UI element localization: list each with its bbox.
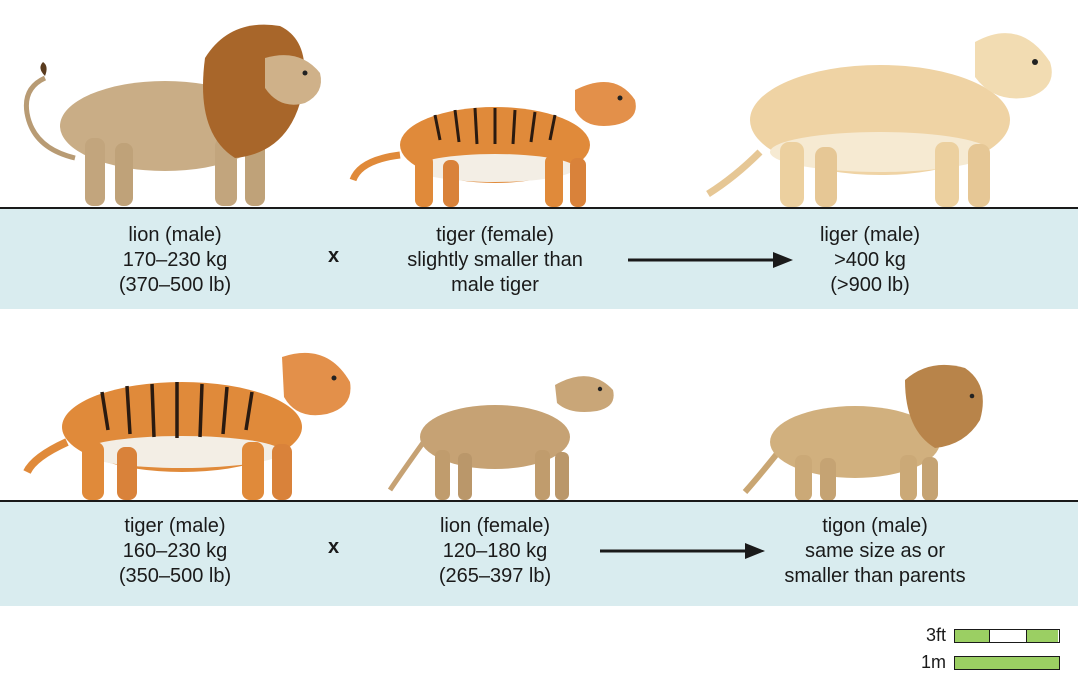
lion-female-illustration	[385, 365, 625, 503]
offspring-name: liger (male)	[790, 223, 950, 248]
tiger-male-illustration	[22, 342, 357, 502]
offspring-weight-kg: >400 kg	[790, 248, 950, 273]
offspring-label: liger (male) >400 kg (>900 lb)	[790, 223, 950, 298]
offspring-weight-lb: (>900 lb)	[790, 273, 950, 298]
parent1-label: tiger (male) 160–230 kg (350–500 lb)	[100, 514, 250, 589]
parent2-size-note-2: male tiger	[385, 273, 605, 298]
lion-male-illustration	[15, 18, 335, 210]
offspring-size-note-1: same size as or	[765, 539, 985, 564]
liger-male-illustration	[700, 12, 1065, 210]
offspring-label: tigon (male) same size as or smaller tha…	[765, 514, 985, 589]
arrow-icon	[628, 250, 798, 270]
scale-row-ft: 3ft	[926, 625, 1060, 646]
parent2-label: tiger (female) slightly smaller than mal…	[385, 223, 605, 298]
offspring-name: tigon (male)	[765, 514, 985, 539]
parent2-size-note-1: slightly smaller than	[385, 248, 605, 273]
scale-bar-m	[954, 656, 1060, 670]
arrow-icon	[600, 541, 770, 561]
cross-symbol: x	[328, 536, 339, 559]
offspring-size-note-2: smaller than parents	[765, 564, 985, 589]
parent2-name: tiger (female)	[385, 223, 605, 248]
cross-row-2: tiger (male) 160–230 kg (350–500 lb) x l…	[0, 330, 1078, 610]
scale-m-label: 1m	[921, 652, 946, 673]
parent1-name: tiger (male)	[100, 514, 250, 539]
cross-symbol: x	[328, 245, 339, 268]
scale-row-m: 1m	[921, 652, 1060, 673]
parent2-weight-lb: (265–397 lb)	[415, 564, 575, 589]
parent2-weight-kg: 120–180 kg	[415, 539, 575, 564]
tigon-male-illustration	[740, 360, 995, 503]
tiger-female-illustration	[345, 60, 645, 210]
parent1-weight-kg: 170–230 kg	[100, 248, 250, 273]
parent2-name: lion (female)	[415, 514, 575, 539]
parent2-label: lion (female) 120–180 kg (265–397 lb)	[415, 514, 575, 589]
parent1-weight-lb: (370–500 lb)	[100, 273, 250, 298]
cross-row-1: lion (male) 170–230 kg (370–500 lb) x ti…	[0, 0, 1078, 310]
parent1-weight-lb: (350–500 lb)	[100, 564, 250, 589]
scale-bar-ft	[954, 629, 1060, 643]
parent1-name: lion (male)	[100, 223, 250, 248]
parent1-label: lion (male) 170–230 kg (370–500 lb)	[100, 223, 250, 298]
parent1-weight-kg: 160–230 kg	[100, 539, 250, 564]
scale-legend: 3ft 1m	[900, 625, 1060, 671]
scale-ft-label: 3ft	[926, 625, 946, 646]
